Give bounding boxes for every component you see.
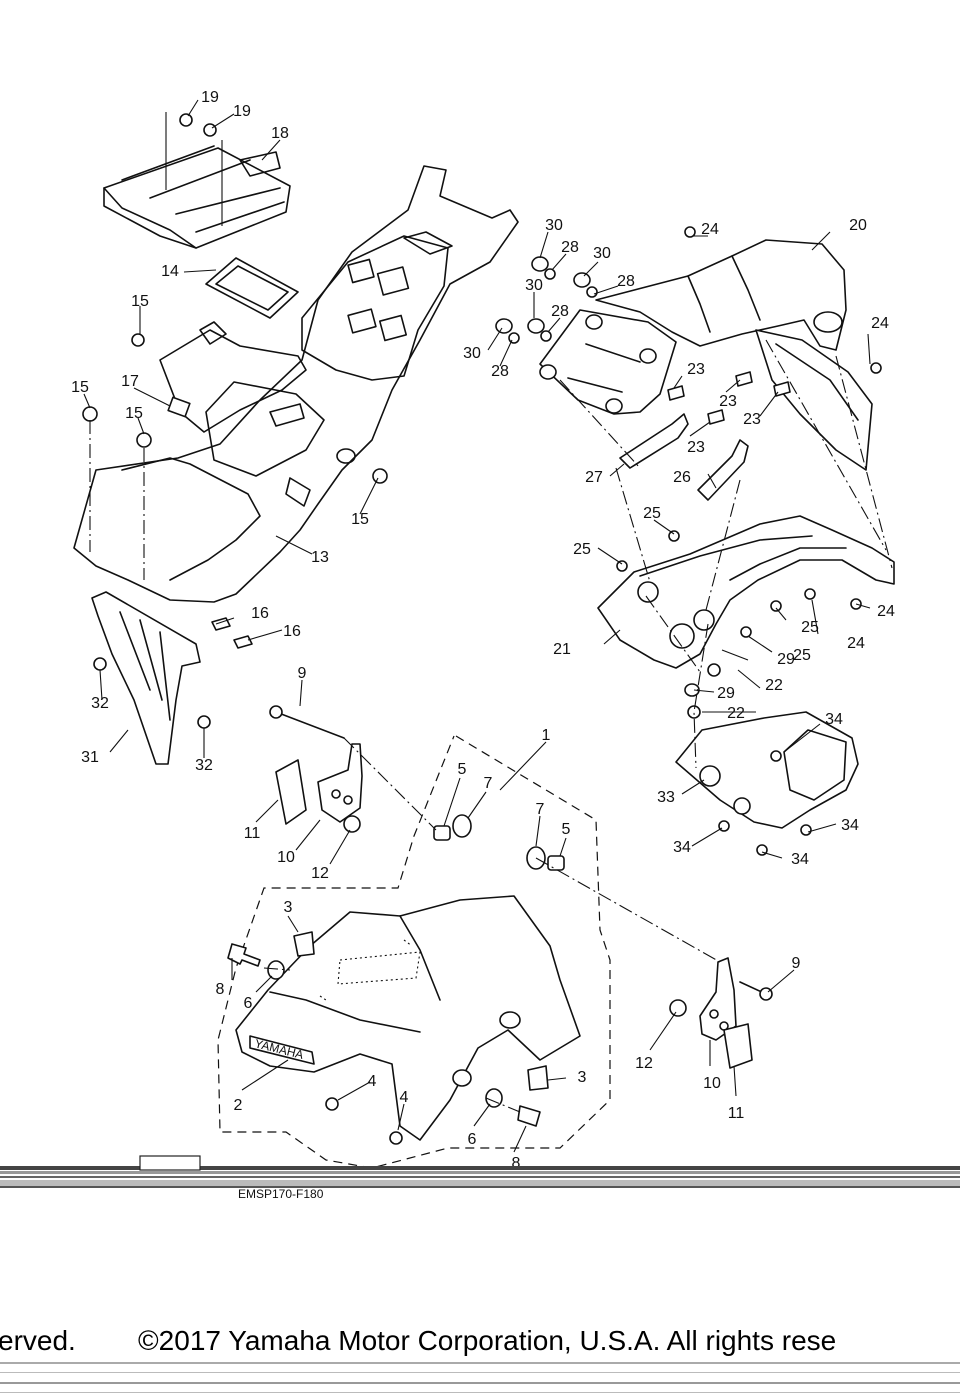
callout-16: 16: [251, 605, 269, 622]
callout-4: 4: [368, 1073, 377, 1090]
battery-tray: [103, 112, 291, 249]
callout-25: 25: [793, 647, 811, 664]
callout-leaders: [83, 99, 871, 1153]
callout-24: 24: [701, 221, 719, 238]
callout-34: 34: [825, 711, 843, 728]
callout-8: 8: [512, 1155, 521, 1172]
front-fender-assembly: YAMAHA: [217, 705, 773, 1169]
callout-9: 9: [792, 955, 801, 972]
callout-19: 19: [201, 89, 219, 106]
seal-pad: [205, 257, 299, 319]
callout-24: 24: [871, 315, 889, 332]
callout-6: 6: [468, 1131, 477, 1148]
callout-17: 17: [121, 373, 139, 390]
clip-16b: [233, 635, 253, 649]
callout-15: 15: [351, 511, 369, 528]
callout-29: 29: [777, 651, 795, 668]
callout-27: 27: [585, 469, 603, 486]
callout-8: 8: [216, 981, 225, 998]
callout-3: 3: [578, 1069, 587, 1086]
callout-3: 3: [284, 899, 293, 916]
callout-22: 22: [765, 677, 783, 694]
bottom-scan-noise: [0, 1362, 960, 1393]
callout-25: 25: [801, 619, 819, 636]
callout-23: 23: [719, 393, 737, 410]
callout-14: 14: [161, 263, 179, 280]
callout-7: 7: [484, 775, 493, 792]
callout-10: 10: [703, 1075, 721, 1092]
callout-34: 34: [791, 851, 809, 868]
callout-32: 32: [195, 757, 213, 774]
callout-5: 5: [458, 761, 467, 778]
callout-25: 25: [573, 541, 591, 558]
callout-7: 7: [536, 801, 545, 818]
inner-rear-fender: [73, 165, 519, 603]
callout-28: 28: [561, 239, 579, 256]
callout-labels: 1919181415151515171316163232313030303028…: [71, 89, 895, 1172]
tail-bracket: [597, 515, 895, 669]
callout-20: 20: [849, 217, 867, 234]
callout-12: 12: [635, 1055, 653, 1072]
callout-5: 5: [562, 821, 571, 838]
callout-25: 25: [643, 505, 661, 522]
callout-31: 31: [81, 749, 99, 766]
callout-10: 10: [277, 849, 295, 866]
callout-30: 30: [593, 245, 611, 262]
clip-17: [167, 396, 191, 418]
callout-13: 13: [311, 549, 329, 566]
callout-30: 30: [463, 345, 481, 362]
callout-32: 32: [91, 695, 109, 712]
bracket-27: [619, 413, 689, 469]
callout-15: 15: [71, 379, 89, 396]
callout-4: 4: [400, 1089, 409, 1106]
callout-6: 6: [244, 995, 253, 1012]
bolts-top-left: [82, 113, 388, 580]
grommets-30-28: [495, 256, 598, 344]
callout-34: 34: [841, 817, 859, 834]
bracket-26: [697, 439, 749, 501]
callout-28: 28: [617, 273, 635, 290]
callout-1: 1: [542, 727, 551, 744]
callout-28: 28: [491, 363, 509, 380]
callout-30: 30: [525, 277, 543, 294]
copyright-text: erved. ©2017 Yamaha Motor Corporation, U…: [0, 1325, 836, 1356]
callout-15: 15: [131, 293, 149, 310]
callout-24: 24: [877, 603, 895, 620]
callout-16: 16: [283, 623, 301, 640]
callout-2: 2: [234, 1097, 243, 1114]
callout-24: 24: [847, 635, 865, 652]
callout-19: 19: [233, 103, 251, 120]
callout-30: 30: [545, 217, 563, 234]
callout-22: 22: [727, 705, 745, 722]
scan-band: EMSP170-F180: [0, 1155, 960, 1201]
callout-28: 28: [551, 303, 569, 320]
callout-26: 26: [673, 469, 691, 486]
callout-23: 23: [687, 361, 705, 378]
callout-23: 23: [743, 411, 761, 428]
callout-9: 9: [298, 665, 307, 682]
callout-33: 33: [657, 789, 675, 806]
license-bracket: [675, 663, 859, 829]
callout-12: 12: [311, 865, 329, 882]
callout-34: 34: [673, 839, 691, 856]
callout-29: 29: [717, 685, 735, 702]
callout-11: 11: [728, 1105, 745, 1122]
mudguard-flap: [91, 591, 211, 765]
callout-23: 23: [687, 439, 705, 456]
callout-18: 18: [271, 125, 289, 142]
callout-21: 21: [553, 641, 571, 658]
diagram-code: EMSP170-F180: [238, 1187, 324, 1201]
callout-15: 15: [125, 405, 143, 422]
tail-light-housing: [539, 239, 873, 471]
callout-11: 11: [244, 825, 261, 842]
